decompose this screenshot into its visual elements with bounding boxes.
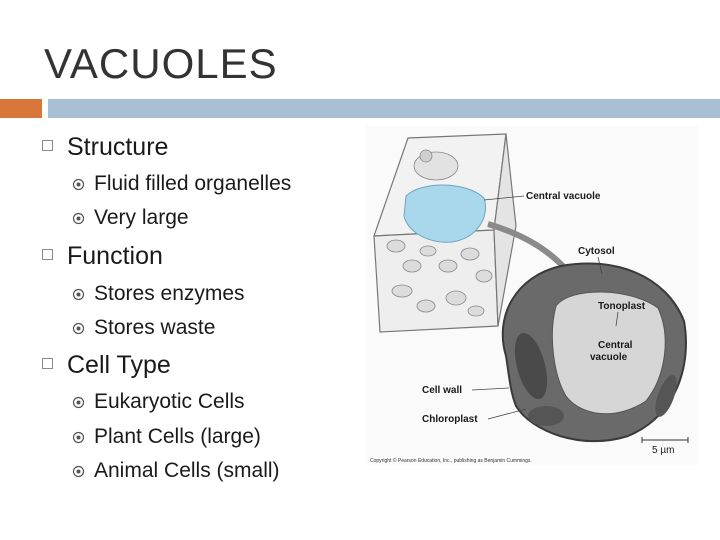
- target-bullet-icon: [72, 396, 85, 409]
- central-vacuole-shape: [403, 184, 486, 243]
- sub-bullet-text: Eukaryotic Cells: [94, 390, 245, 413]
- label-tonoplast: Tonoplast: [598, 301, 646, 312]
- sub-bullet-text: Very large: [94, 206, 189, 229]
- vacuole-figure: Central vacuole Cytosol Tonoplast Centra…: [366, 126, 698, 465]
- square-bullet-icon: [42, 249, 53, 260]
- sub-bullet-text: Plant Cells (large): [94, 425, 261, 448]
- target-bullet-icon: [72, 431, 85, 444]
- sub-bullet-text: Stores enzymes: [94, 282, 245, 305]
- sub-bullet-text: Stores waste: [94, 316, 216, 339]
- vacuole-micrograph: [501, 262, 687, 443]
- label-central: Central: [598, 340, 633, 351]
- accent-bar-blue: [48, 99, 720, 118]
- label-vacuole: vacuole: [590, 352, 628, 363]
- target-bullet-icon: [72, 178, 85, 191]
- label-central-vacuole: Central vacuole: [526, 191, 601, 202]
- square-bullet-icon: [42, 358, 53, 369]
- figure-copyright: Copyright © Pearson Education, Inc., pub…: [370, 457, 532, 464]
- target-bullet-icon: [72, 212, 85, 225]
- section-heading: Function: [67, 242, 163, 270]
- section-heading: Cell Type: [67, 351, 171, 379]
- label-cell-wall: Cell wall: [422, 385, 462, 396]
- label-cytosol: Cytosol: [578, 246, 615, 257]
- organelles-drawing: [386, 149, 493, 317]
- accent-bar-orange: [0, 99, 42, 118]
- target-bullet-icon: [72, 322, 85, 335]
- sub-bullet-text: Fluid filled organelles: [94, 172, 292, 195]
- sub-bullet-text: Animal Cells (small): [94, 459, 280, 482]
- plant-cell-diagram: Central vacuole Cytosol Tonoplast Centra…: [370, 133, 689, 464]
- label-chloroplast: Chloroplast: [422, 414, 478, 425]
- target-bullet-icon: [72, 288, 85, 301]
- scale-bar-label: 5 µm: [652, 445, 674, 456]
- section-heading: Structure: [67, 133, 169, 161]
- slide-title: VACUOLES: [44, 40, 278, 87]
- square-bullet-icon: [42, 140, 53, 151]
- target-bullet-icon: [72, 465, 85, 478]
